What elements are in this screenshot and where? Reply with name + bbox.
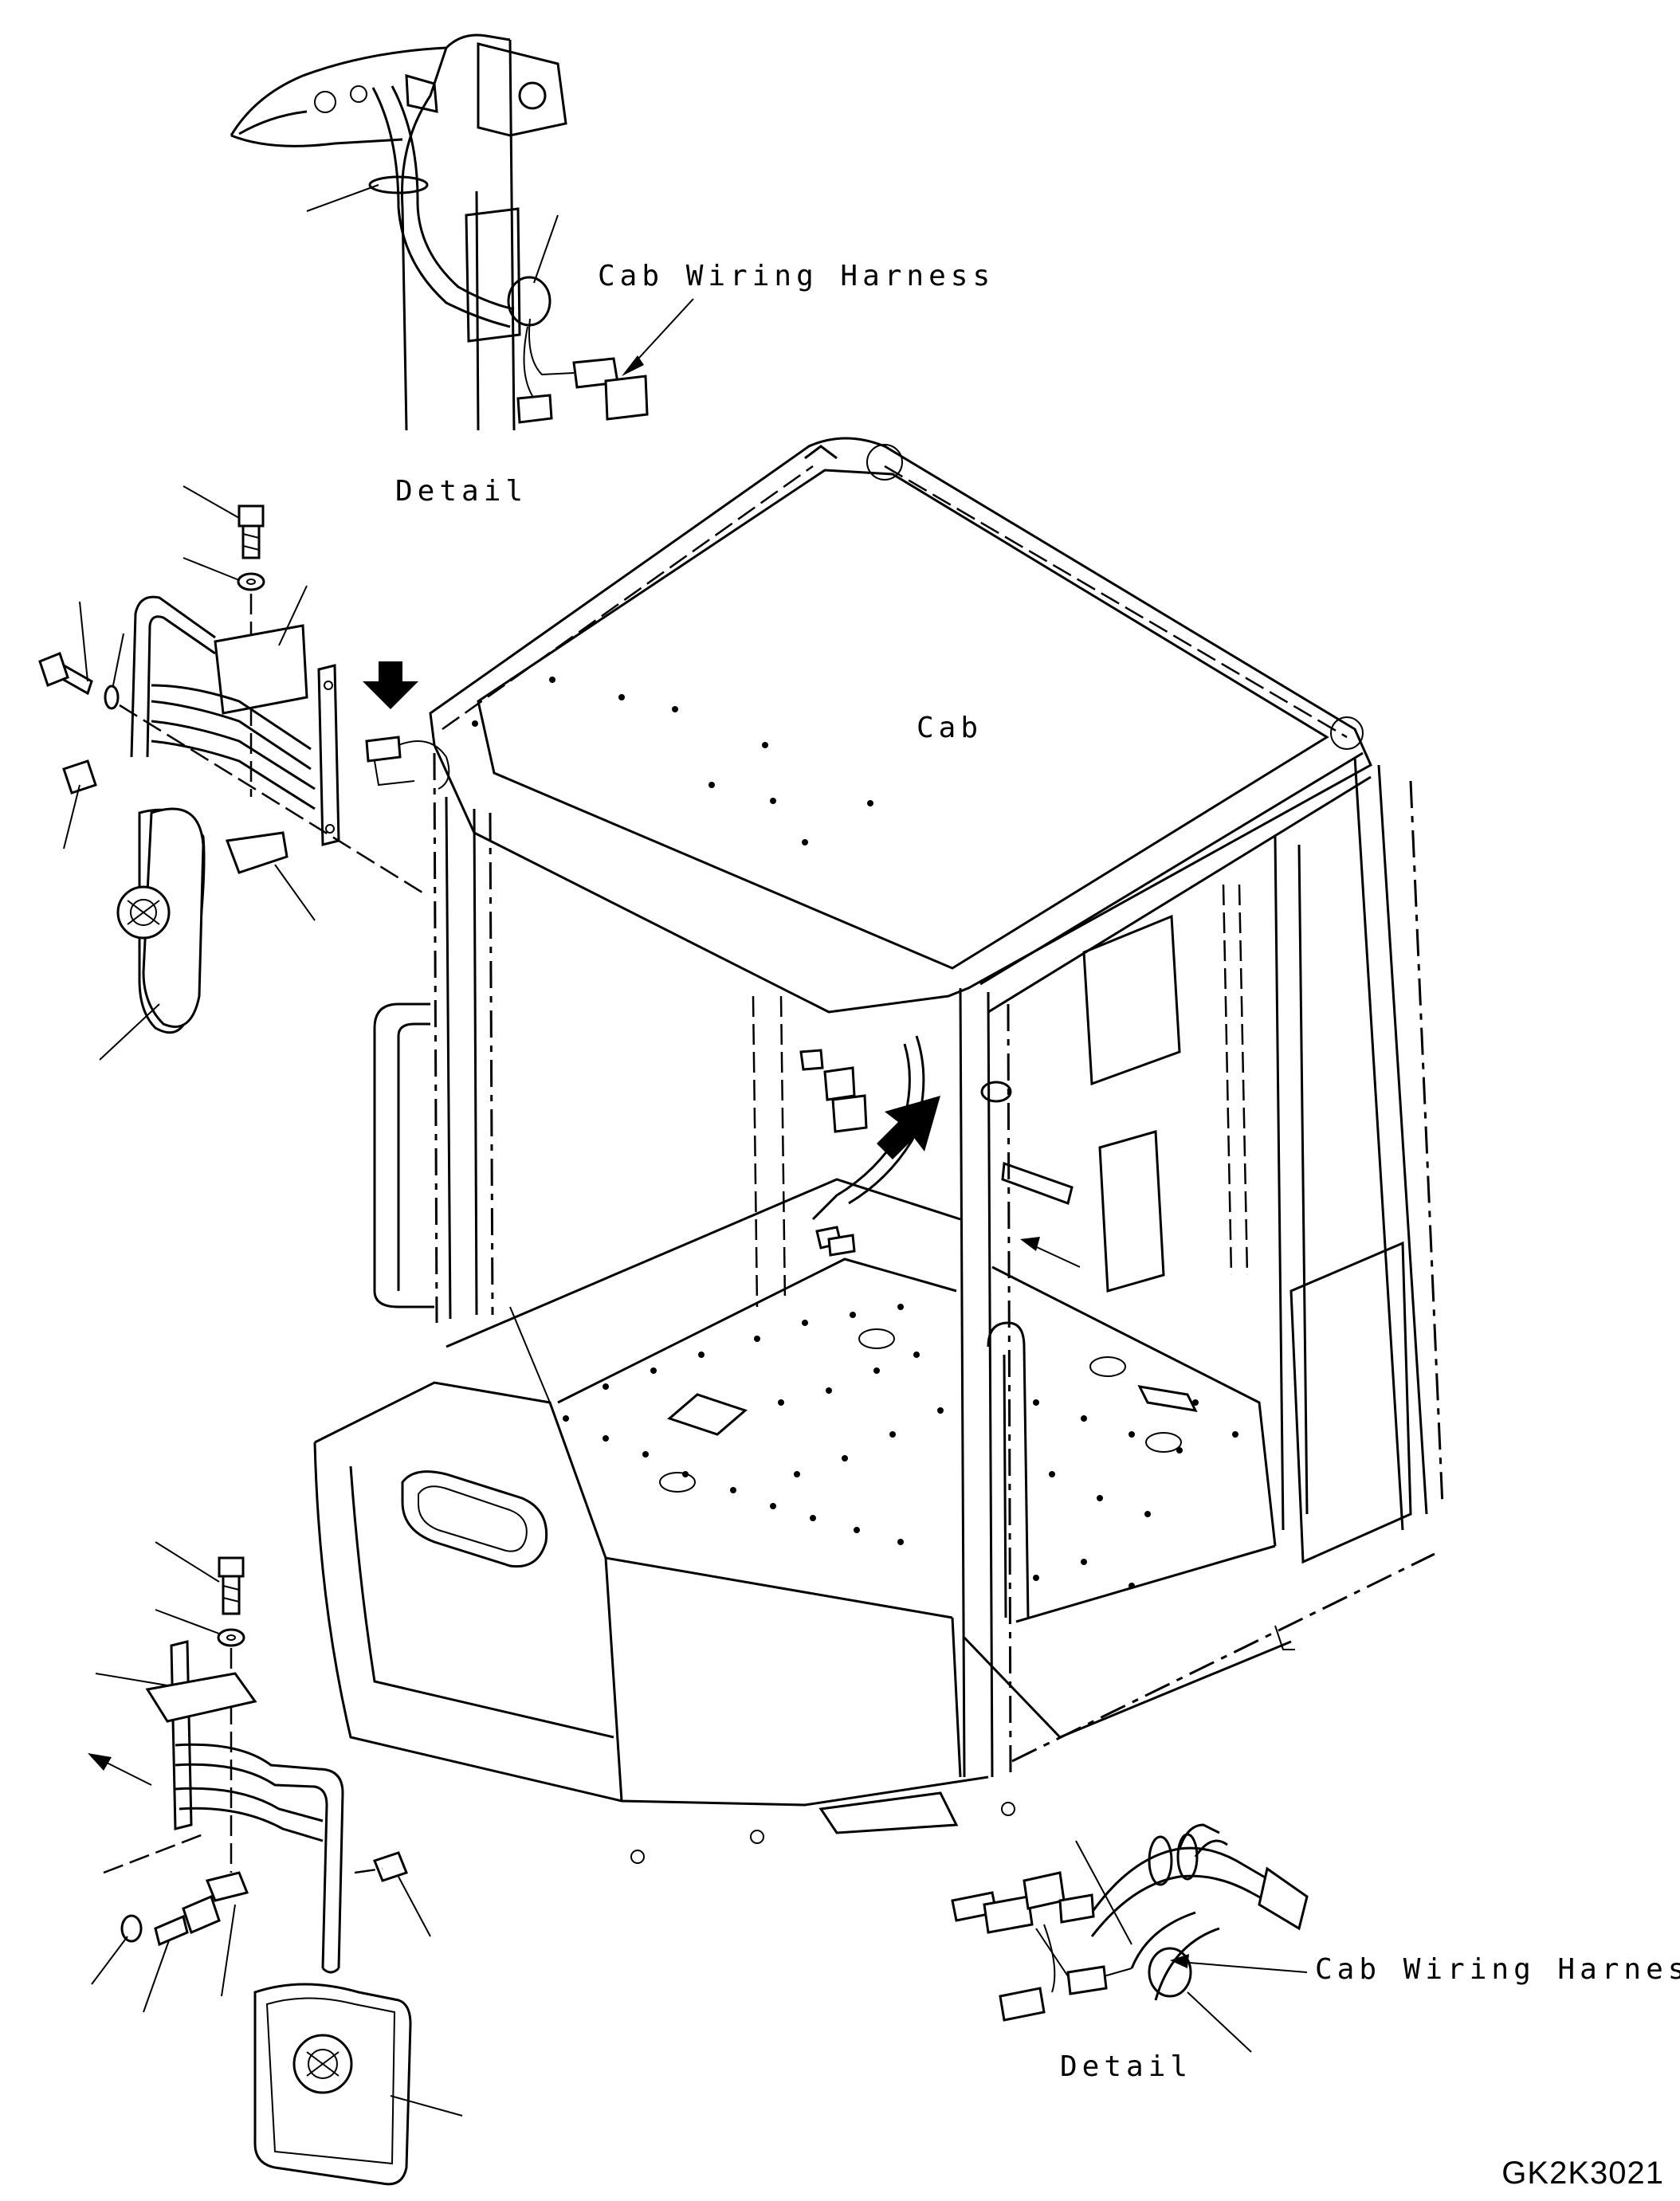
arrow-diagonal-indicator	[877, 1096, 940, 1159]
lower-mirror-assembly	[88, 1541, 463, 2186]
arrow-down-indicator	[363, 661, 418, 709]
label-harness-bottom: Cab Wiring Harness	[1315, 1953, 1680, 1986]
drawing-code: GK2K3021	[1501, 2156, 1664, 2191]
label-detail-bottom: Detail	[1060, 2050, 1192, 2083]
bottom-detail-view	[951, 1823, 1309, 2053]
label-detail-top: Detail	[395, 475, 528, 508]
upper-mirror-assembly	[38, 485, 450, 1061]
label-harness-top: Cab Wiring Harness	[598, 260, 995, 292]
label-cab: Cab	[917, 712, 983, 744]
top-detail-view	[230, 33, 694, 431]
floor-holes	[563, 1304, 1238, 1589]
cab-body	[313, 437, 1444, 1864]
